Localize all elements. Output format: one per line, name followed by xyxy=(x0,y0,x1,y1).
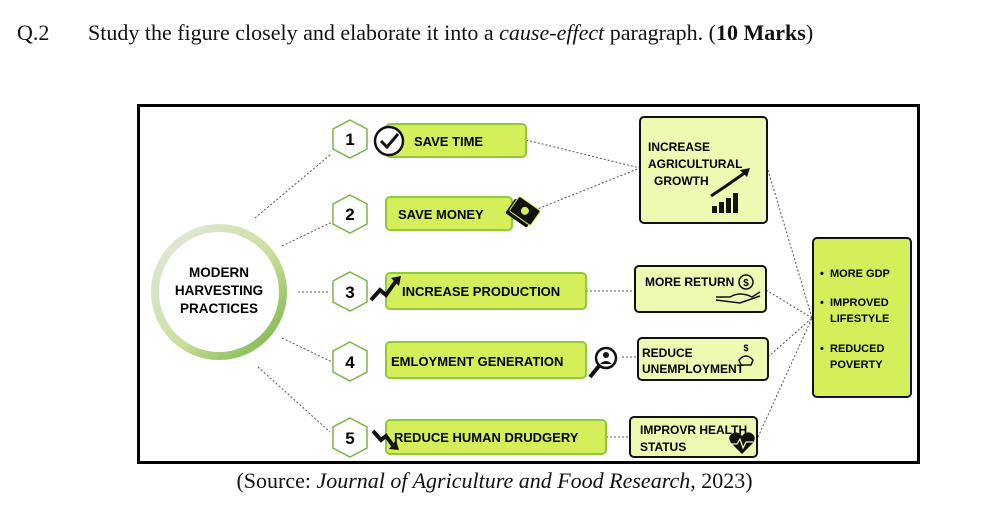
practice-label-1: SAVE TIME xyxy=(414,134,483,149)
effect-box-more-return: MORE RETURN $ xyxy=(634,265,767,313)
outcome-box: • MORE GDP • IMPROVED LIFESTYLE • REDUCE… xyxy=(812,237,912,398)
hand-coin-icon: $ xyxy=(715,274,761,304)
practice-number-3: 3 xyxy=(345,283,354,302)
question-text-mid: paragraph. ( xyxy=(604,20,717,45)
outcome-more-gdp: MORE GDP xyxy=(830,268,890,280)
outcome-poverty: POVERTY xyxy=(830,359,883,371)
source-journal: Journal of Agriculture and Food Research xyxy=(316,468,691,493)
center-title-line-1: MODERN xyxy=(189,265,249,280)
practice-row-3: 3 INCREASE PRODUCTION xyxy=(332,271,587,312)
practice-number-2: 2 xyxy=(345,205,354,224)
effect-unemployment-line-1: REDUCE xyxy=(642,346,693,360)
money-icon xyxy=(505,196,541,228)
effect-growth-line-3: GROWTH xyxy=(654,174,709,188)
center-circle: MODERN HARVESTING PRACTICES xyxy=(151,224,287,360)
practice-label-2: SAVE MONEY xyxy=(398,207,484,222)
question-text-start: Study the figure closely and elaborate i… xyxy=(88,20,500,45)
practice-row-5: 5 REDUCE HUMAN DRUDGERY xyxy=(332,417,607,458)
practice-number-4: 4 xyxy=(345,353,355,372)
effect-box-growth: INCREASE AGRICULTURAL GROWTH xyxy=(639,116,768,224)
effect-health-line-2: STATUS xyxy=(640,440,686,454)
outcome-bullet-2: • xyxy=(820,297,824,309)
source-suffix: , 2023) xyxy=(690,468,753,493)
effect-health-line-1: IMPROVR HEALTH xyxy=(640,423,747,437)
cause-effect-figure: MODERN HARVESTING PRACTICES 1 SAVE TIME … xyxy=(137,104,920,464)
question-text-italic: cause-effect xyxy=(499,20,605,45)
clock-check-icon xyxy=(373,125,405,157)
hexagon-2 xyxy=(332,194,368,234)
practice-row-4: 4 EMLOYMENT GENERATION xyxy=(332,341,618,382)
figure-canvas: MODERN HARVESTING PRACTICES 1 SAVE TIME … xyxy=(151,116,912,458)
effect-growth-line-1: INCREASE xyxy=(648,140,710,154)
practice-row-2: 2 SAVE MONEY xyxy=(332,194,541,234)
practice-box-3 xyxy=(385,272,587,310)
effect-box-reduce-unemployment: REDUCE UNEMPLOYMENT $ xyxy=(637,337,769,381)
effect-more-return-label: MORE RETURN xyxy=(645,275,734,289)
practice-label-3: INCREASE PRODUCTION xyxy=(402,284,560,299)
practice-number-5: 5 xyxy=(345,429,354,448)
svg-text:$: $ xyxy=(743,278,749,289)
question-text: Study the figure closely and elaborate i… xyxy=(88,20,813,46)
center-title-line-3: PRACTICES xyxy=(180,301,258,316)
trend-down-icon xyxy=(371,429,399,450)
source-prefix: (Source: xyxy=(236,468,317,493)
practice-box-4 xyxy=(385,341,587,379)
hexagon-3 xyxy=(332,271,368,312)
svg-text:$: $ xyxy=(743,343,748,353)
question-number: Q.2 xyxy=(17,20,50,45)
question-text-close: ) xyxy=(805,20,814,45)
hand-dollar-icon: $ xyxy=(738,343,754,366)
practice-label-4: EMLOYMENT GENERATION xyxy=(391,354,563,369)
practice-row-1: 1 SAVE TIME xyxy=(332,119,527,159)
question-marks: 10 Marks xyxy=(716,20,806,45)
outcome-improved: IMPROVED xyxy=(830,297,889,309)
outcome-bullet-1: • xyxy=(820,268,824,280)
effect-box-health: IMPROVR HEALTH STATUS xyxy=(629,416,758,458)
effect-unemployment-line-2: UNEMPLOYMENT xyxy=(642,362,745,376)
outcome-reduced: REDUCED xyxy=(830,343,884,355)
trend-up-icon xyxy=(369,276,401,302)
hexagon-5 xyxy=(332,417,368,458)
outcome-bullet-3: • xyxy=(820,343,824,355)
practice-effect-connectors xyxy=(525,139,641,438)
person-search-icon xyxy=(588,346,618,379)
practice-number-1: 1 xyxy=(345,130,354,149)
center-connectors xyxy=(254,154,333,433)
hexagon-1 xyxy=(332,119,368,159)
center-title-line-2: HARVESTING xyxy=(175,283,263,298)
effect-growth-line-2: AGRICULTURAL xyxy=(648,157,742,171)
growth-chart-icon xyxy=(710,168,750,213)
hexagon-4 xyxy=(332,341,368,382)
effect-outcome-connectors xyxy=(757,169,813,438)
practice-label-5: REDUCE HUMAN DRUDGERY xyxy=(394,430,579,445)
figure-source: (Source: Journal of Agriculture and Food… xyxy=(0,468,989,494)
heart-pulse-icon xyxy=(729,432,755,454)
outcome-lifestyle: LIFESTYLE xyxy=(830,313,889,325)
